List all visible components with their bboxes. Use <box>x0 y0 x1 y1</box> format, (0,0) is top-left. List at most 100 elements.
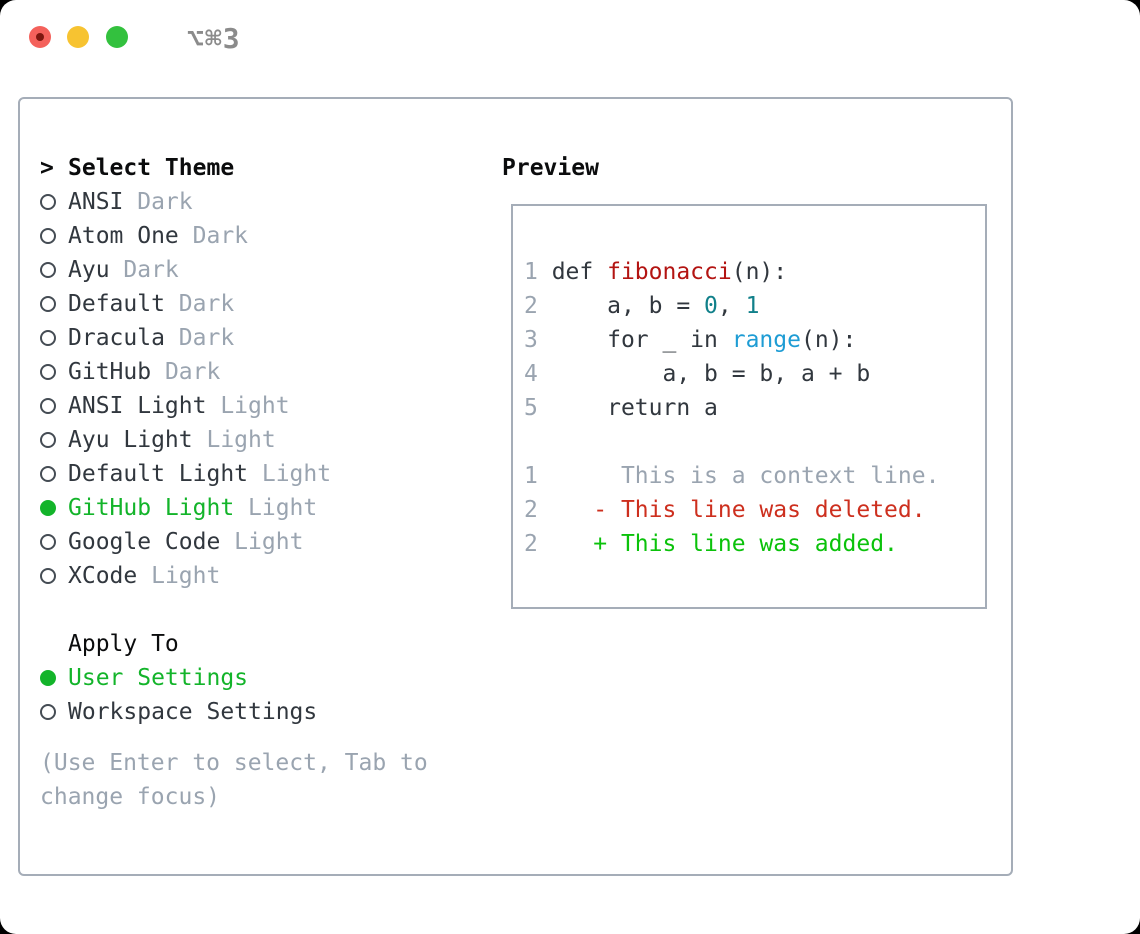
code-token-plain: (n): <box>800 327 857 353</box>
radio-icon <box>40 296 56 312</box>
variant-label: Light <box>248 461 332 487</box>
help-text: (Use Enter to select, Tab to change focu… <box>40 750 442 810</box>
line-number: 1 <box>524 259 552 285</box>
line-number: 4 <box>524 361 552 387</box>
select-theme-header: >Select Theme <box>40 151 442 185</box>
radio-icon <box>40 466 56 482</box>
code-token-func: fibonacci <box>607 259 732 285</box>
line-number: 5 <box>524 395 552 421</box>
radio-icon <box>40 194 56 210</box>
option-label: Workspace Settings <box>68 699 318 725</box>
code-token-plain: for _ in <box>551 327 732 353</box>
radio-icon <box>40 262 56 278</box>
theme-item-google-code[interactable]: Google Code Light <box>40 525 442 559</box>
radio-icon <box>40 568 56 584</box>
apply-option-user-settings[interactable]: User Settings <box>40 661 442 695</box>
option-label: Ayu Light <box>68 427 193 453</box>
theme-item-ayu[interactable]: Ayu Dark <box>40 253 442 287</box>
option-label: ANSI Light <box>68 393 207 419</box>
code-token-plain: return a <box>551 395 718 421</box>
option-label: Dracula <box>68 325 165 351</box>
code-line: 2 - This line was deleted. <box>524 493 939 527</box>
code-token-number: 0 <box>704 293 718 319</box>
radio-icon <box>40 398 56 414</box>
apply-to-title: Apply To <box>68 631 179 657</box>
theme-item-ansi[interactable]: ANSI Dark <box>40 185 442 219</box>
variant-label: Dark <box>164 325 235 351</box>
code-token-plain: a, b = b, a + b <box>551 361 871 387</box>
theme-item-atom-one[interactable]: Atom One Dark <box>40 219 442 253</box>
variant-label: Dark <box>178 223 249 249</box>
variant-label: Light <box>192 427 276 453</box>
line-number: 2 <box>524 497 552 523</box>
theme-item-default[interactable]: Default Dark <box>40 287 442 321</box>
option-label: Google Code <box>68 529 221 555</box>
minimize-button[interactable] <box>67 26 89 48</box>
code-token-deleted: - This line was deleted. <box>551 497 926 523</box>
option-label: Atom One <box>68 223 179 249</box>
option-label: GitHub <box>68 359 152 385</box>
radio-icon <box>40 704 56 720</box>
close-button[interactable] <box>29 26 51 48</box>
option-label: Ayu <box>68 257 110 283</box>
theme-item-xcode[interactable]: XCode Light <box>40 559 442 593</box>
theme-item-default-light[interactable]: Default Light Light <box>40 457 442 491</box>
code-token-plain: , <box>717 293 746 319</box>
line-number <box>524 429 552 455</box>
code-token-builtin: range <box>731 327 801 353</box>
radio-icon <box>40 364 56 380</box>
radio-icon <box>40 228 56 244</box>
radio-icon <box>40 330 56 346</box>
variant-label: Dark <box>164 291 235 317</box>
code-token-muted: This is a context line. <box>551 463 940 489</box>
option-label: XCode <box>68 563 138 589</box>
record-dot-icon <box>36 33 44 41</box>
selected-radio-icon <box>40 500 56 516</box>
option-label: User Settings <box>68 665 249 691</box>
code-line: 2 + This line was added. <box>524 527 939 561</box>
code-token-number: 1 <box>745 293 760 319</box>
theme-item-ansi-light[interactable]: ANSI Light Light <box>40 389 442 423</box>
apply-option-workspace-settings[interactable]: Workspace Settings <box>40 695 442 729</box>
variant-label: Light <box>206 393 290 419</box>
variant-label: Light <box>220 529 304 555</box>
theme-item-dracula[interactable]: Dracula Dark <box>40 321 442 355</box>
variant-label: Light <box>137 563 221 589</box>
prompt-caret-icon: > <box>40 155 54 181</box>
preview-title: Preview <box>502 155 599 181</box>
code-line: 3 for _ in range(n): <box>524 323 939 357</box>
code-token-plain: def <box>551 259 608 285</box>
line-number: 1 <box>524 463 552 489</box>
theme-item-github[interactable]: GitHub Dark <box>40 355 442 389</box>
option-label: Default <box>68 291 165 317</box>
selected-radio-icon <box>40 670 56 686</box>
code-token-plain: (n): <box>731 259 788 285</box>
theme-item-ayu-light[interactable]: Ayu Light Light <box>40 423 442 457</box>
code-token-added: + This line was added. <box>551 531 898 557</box>
code-line: 2 a, b = 0, 1 <box>524 289 939 323</box>
code-line: 1 This is a context line. <box>524 459 939 493</box>
radio-icon <box>40 534 56 550</box>
code-line: 1 def fibonacci(n): <box>524 255 939 289</box>
code-line <box>524 425 939 459</box>
theme-item-github-light[interactable]: GitHub Light Light <box>40 491 442 525</box>
zoom-button[interactable] <box>106 26 128 48</box>
apply-to-header: Apply To <box>40 627 442 661</box>
line-number: 2 <box>524 293 552 319</box>
option-label: ANSI <box>68 189 124 215</box>
titlebar: ⌥⌘3 <box>0 0 1140 75</box>
option-label: GitHub Light <box>68 495 235 521</box>
variant-label: Dark <box>151 359 221 385</box>
option-label: Default Light <box>68 461 249 487</box>
variant-label: Dark <box>123 189 193 215</box>
code-line: 5 return a <box>524 391 939 425</box>
radio-icon <box>40 432 56 448</box>
variant-label: Dark <box>109 257 179 283</box>
